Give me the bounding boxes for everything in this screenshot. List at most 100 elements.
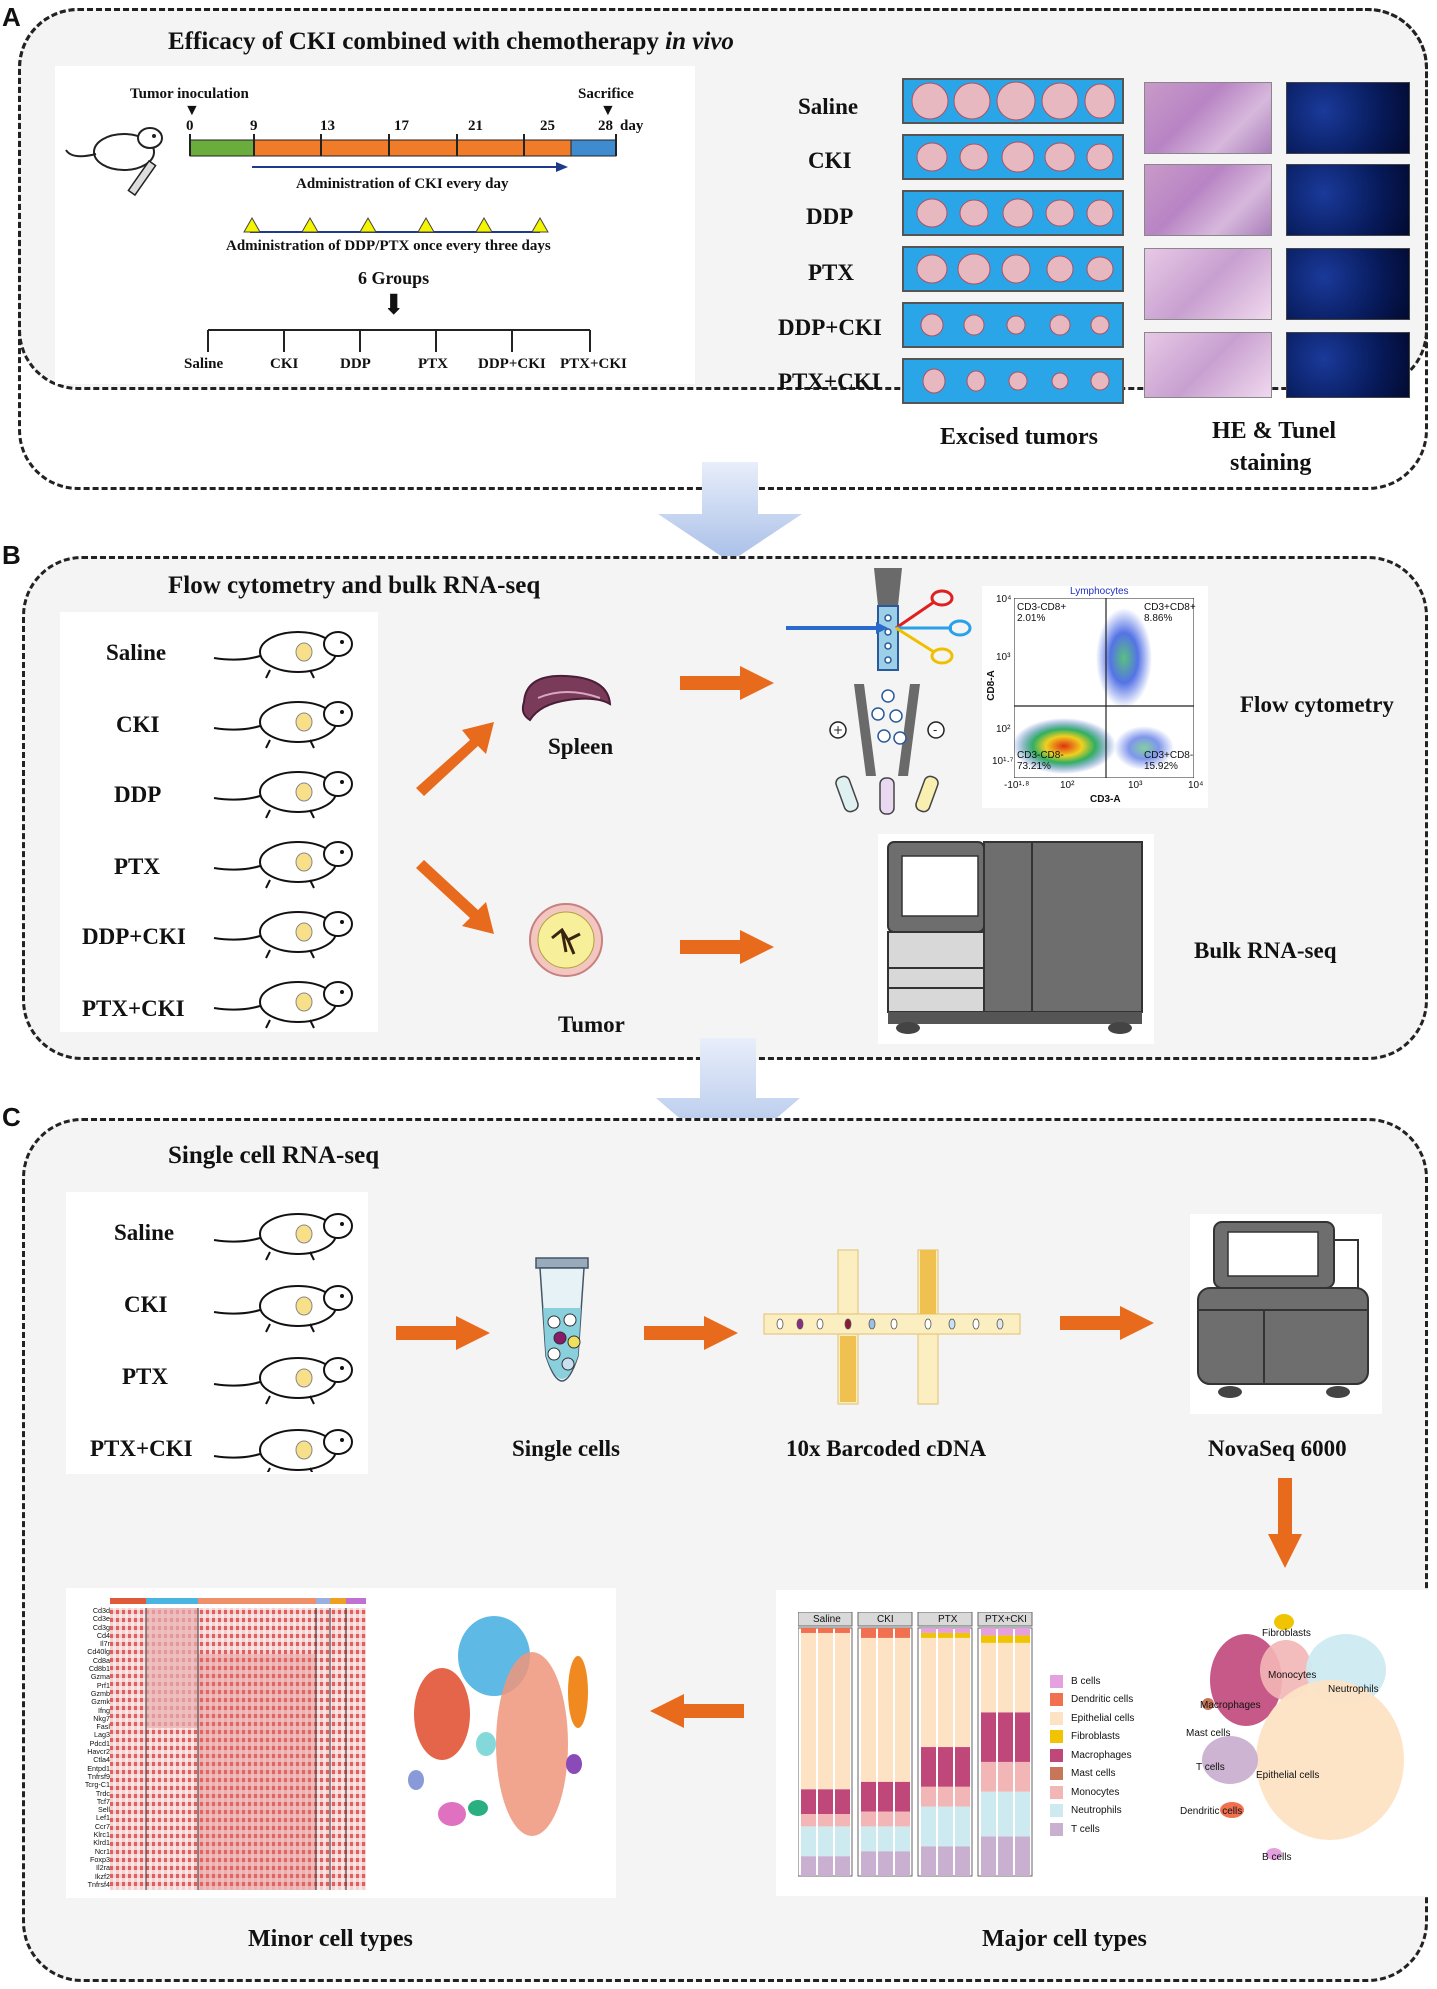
heatmap-gene-label: Cd3e [92,1614,110,1624]
bar-segment [955,1846,970,1876]
tunel-stain-ddp [1286,248,1410,320]
bar-segment [878,1781,893,1812]
schedule-group-ddp-cki: DDP+CKI [478,356,546,372]
legend-label: Dendritic cells [1071,1694,1134,1706]
umap-label-neutrophils: Neutrophils [1328,1684,1379,1695]
panel-b-letter: B [2,540,21,570]
bar-segment [938,1846,953,1876]
legend-label: B cells [1071,1675,1101,1687]
bar-segment [1015,1791,1030,1837]
down-arrow-icon: ⬇ [382,290,406,321]
heatmap-gene-label: Ncr1 [94,1846,110,1856]
bar-segment [955,1637,970,1748]
tumor-inoculation-label: Tumor inoculation [130,86,249,102]
legend-label: Mast cells [1071,1768,1116,1780]
groups-label: 6 Groups [358,268,430,288]
bar-segment [998,1628,1013,1636]
bar-segment [861,1781,876,1812]
flow-ytick-2: 10³ [996,652,1011,663]
tick-13: 13 [320,118,335,134]
bar-segment [818,1632,833,1790]
tick-0: 0 [186,118,194,134]
single-cells-label: Single cells [512,1436,620,1461]
flow-q-tr: CD3+CD8+ [1144,602,1196,613]
tumor-row-ddp-cki: DDP+CKI [778,315,882,340]
heatmap-gene-label: Fasl [96,1722,110,1732]
heatmap-gene-label: Tnfrsf9 [87,1771,110,1781]
flow-q-br-value: 15.92% [1144,761,1178,772]
timeline [189,134,617,157]
legend-swatch [1050,1711,1063,1725]
tumor-samples [911,81,1116,394]
bar-segment [818,1826,833,1857]
heatmap-gene-label: Tnfrsf4 [87,1879,110,1889]
tick-21: 21 [468,118,483,134]
heatmap-gene-label: Tcrg-C1 [84,1780,110,1790]
heatmap-gene-label: Klrc1 [93,1830,110,1840]
legend-item: Macrophages [1050,1746,1134,1765]
legend-item: Fibroblasts [1050,1728,1134,1747]
tunel-stain-saline [1286,82,1410,154]
arrow-to-spleen [416,722,494,796]
legend-label: Neutrophils [1071,1805,1122,1817]
heatmap-gene-label: Lag3 [94,1730,110,1740]
bar-segment [955,1628,970,1633]
flow-q-bl-value: 73.21% [1017,761,1051,772]
sacrifice-label: Sacrifice [578,86,634,102]
heatmap-gene-label: Gzmk [91,1697,110,1707]
bar-segment [861,1811,876,1827]
panel-b-mice [213,631,353,1029]
schedule-group-ptx-cki: PTX+CKI [560,356,627,372]
bar-panel-header [977,1612,1033,1627]
major-umap [1202,1614,1404,1860]
he-tunel-caption-line1: HE & Tunel [1212,418,1337,444]
bar-segment [938,1806,953,1847]
bar-segment [1015,1761,1030,1792]
panel-a-border [18,8,1428,490]
legend-swatch [1050,1674,1063,1688]
novaseq-label: NovaSeq 6000 [1208,1436,1347,1461]
tumor-icon [529,903,603,977]
heatmap-gene-label: Cd4 [96,1630,110,1640]
umap-label-dendritic-cells: Dendritic cells [1180,1806,1243,1817]
bar-segment [861,1628,876,1638]
heatmap-gene-label: Foxp3 [90,1854,110,1864]
bar-segment [818,1856,833,1876]
bar-segment [878,1628,893,1638]
bar-segment [981,1635,996,1643]
legend-item: B cells [1050,1672,1134,1691]
heatmap-gene-label: Nkg7 [93,1713,110,1723]
schedule-group-ddp: DDP [340,356,371,372]
bar-segment [835,1856,850,1876]
bar-segment [998,1642,1013,1713]
legend-label: Fibroblasts [1071,1731,1120,1743]
bar-segment [1015,1712,1030,1762]
legend-swatch [1050,1767,1063,1781]
bar-segment [878,1811,893,1827]
flow-xtick-1: -10¹·⁸ [1004,780,1030,791]
bar-segment [955,1806,970,1847]
bar-segment [921,1786,936,1807]
b-group-ddp-cki: DDP+CKI [82,924,186,949]
heatmap-gene-label: Lef1 [96,1813,110,1823]
b-group-ddp: DDP [114,782,162,807]
umap-label-epithelial-cells: Epithelial cells [1256,1770,1320,1781]
c-group-ptx: PTX [122,1364,168,1389]
legend-item: Mast cells [1050,1765,1134,1784]
minor-heatmap [110,1598,366,1890]
bar-segment [921,1632,936,1638]
heatmap-gene-label: Havcr2 [87,1747,110,1757]
heatmap-gene-label: Gzma [90,1672,110,1682]
bar-segment [981,1642,996,1713]
flow-scatter-plot [1014,598,1194,778]
bar-segment [921,1747,936,1787]
flow-cytometer-icon: + - [786,568,972,815]
legend-label: Monocytes [1071,1786,1120,1798]
day-label: day [620,118,644,134]
bar-segment [981,1791,996,1837]
flow-q-tl: CD3-CD8+ [1017,602,1067,613]
bar-segment [801,1814,816,1827]
bar-panel-header [798,1612,853,1627]
umap-label-mast-cells: Mast cells [1186,1728,1231,1739]
